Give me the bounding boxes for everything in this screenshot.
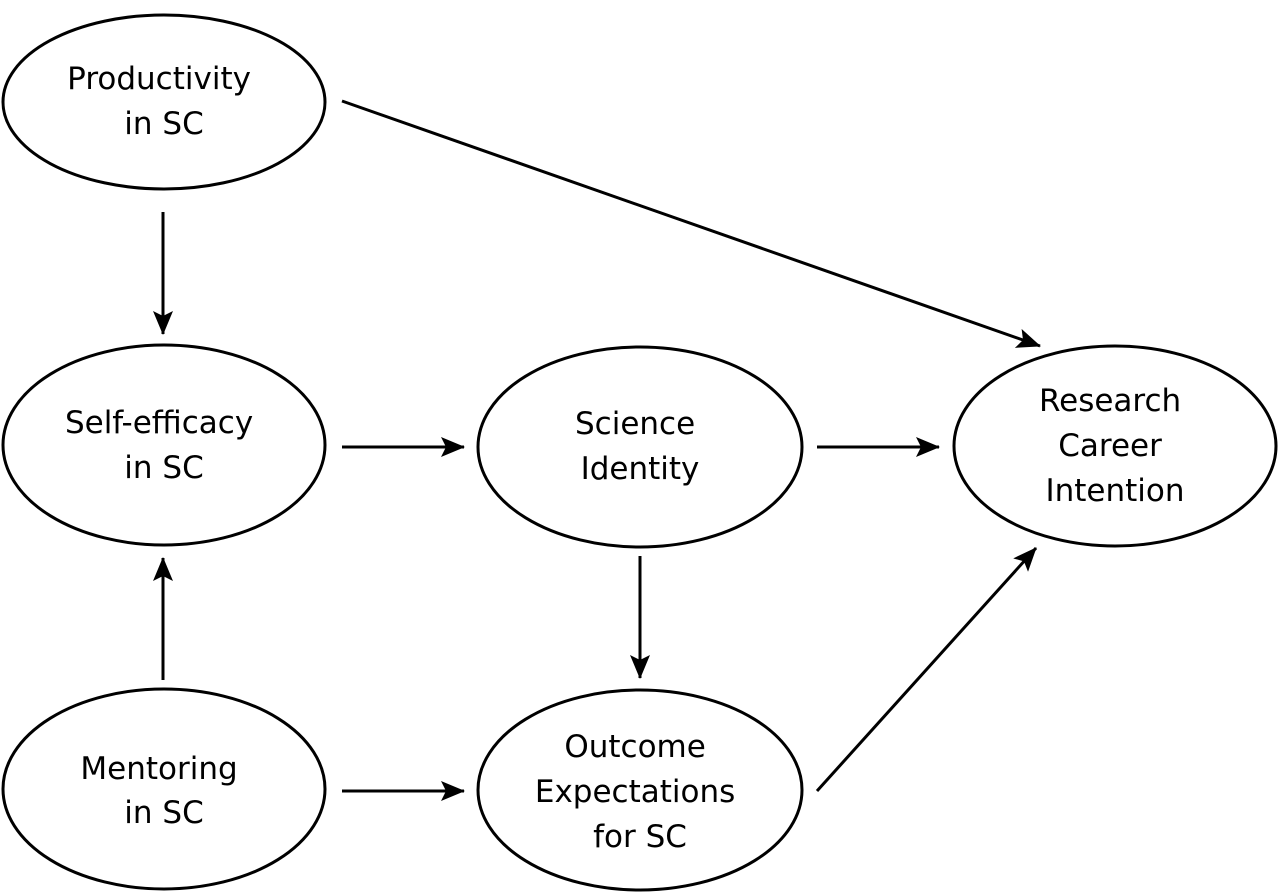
node-mentoring-label: Mentoring in SC [80, 751, 247, 831]
node-research-career-label: Research Career Intention [1039, 383, 1191, 509]
node-mentoring: Mentoring in SC [1, 687, 327, 891]
node-science-identity: Science Identity [476, 345, 804, 549]
edges [153, 99, 1041, 801]
node-productivity: Productivity in SC [1, 13, 327, 191]
node-self-efficacy-label: Self-efficacy in SC [65, 405, 263, 486]
edge-productivity-to-research-career [341, 99, 1041, 348]
node-self-efficacy: Self-efficacy in SC [1, 343, 327, 547]
node-outcome-expectations-label: Outcome Expectations for SC [535, 729, 745, 855]
node-outcome-expectations: Outcome Expectations for SC [476, 688, 804, 892]
node-productivity-label: Productivity in SC [67, 61, 261, 142]
node-science-identity-label: Science Identity [575, 406, 705, 487]
edge-outcome-expectations-to-research-career [815, 546, 1038, 793]
node-research-career: Research Career Intention [952, 344, 1278, 548]
